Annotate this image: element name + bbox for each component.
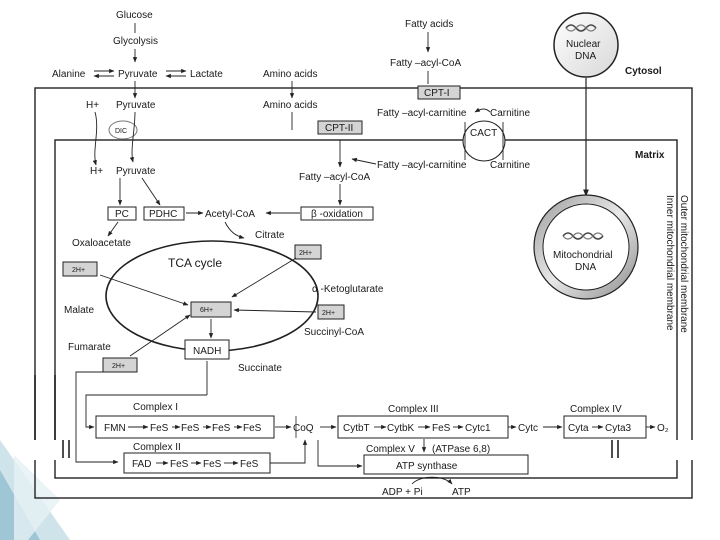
label-alpha-ketoglutarate: α -Ketoglutarate	[312, 284, 384, 295]
membrane-break-right	[611, 440, 619, 458]
cpt1-box	[417, 85, 461, 100]
label-pyruvate-cytosol: Pyruvate	[118, 69, 158, 80]
label-malate: Malate	[64, 305, 94, 316]
two-h-box-2	[62, 261, 98, 277]
label-complex1: Complex I	[133, 402, 178, 413]
label-nadh: NADH	[193, 346, 221, 357]
label-succinyl-coa: Succinyl-CoA	[304, 327, 364, 338]
label-cpt1: CPT-I	[424, 88, 450, 99]
dna-helix-icon	[565, 24, 597, 32]
label-fatty-acyl-coa-cytosol: Fatty –acyl-CoA	[390, 58, 461, 69]
label-alanine: Alanine	[52, 69, 86, 80]
label-cyta3: Cyta3	[605, 423, 632, 434]
label-six-h: 6H+	[200, 307, 213, 314]
label-inner-membrane: Inner mitochondrial membrane	[664, 195, 675, 331]
inner-membrane-box	[54, 139, 678, 479]
two-h-box-3	[317, 304, 345, 320]
label-acetyl-coa: Acetyl-CoA	[205, 209, 255, 220]
label-complex2: Complex II	[133, 442, 181, 453]
label-oxaloacetate: Oxaloacetate	[72, 238, 131, 249]
label-cyta: Cyta	[568, 423, 589, 434]
pdhc-box	[143, 206, 185, 221]
label-beta-oxidation: β -oxidation	[311, 209, 363, 220]
complex1-box	[95, 415, 275, 439]
label-cytbt: CytbT	[343, 423, 370, 434]
label-citrate: Citrate	[255, 230, 285, 241]
label-succinate: Succinate	[238, 363, 282, 374]
label-cpt2: CPT-II	[325, 123, 353, 134]
label-two-h-4: 2H+	[112, 363, 125, 370]
label-pyruvate-ims: Pyruvate	[116, 100, 156, 111]
label-fes-5: FeS	[432, 423, 451, 434]
label-matrix: Matrix	[635, 150, 665, 161]
label-two-h-2: 2H+	[72, 267, 85, 274]
two-h-box-4	[102, 357, 138, 373]
label-complex5: Complex V	[366, 444, 415, 455]
label-glycolysis: Glycolysis	[113, 36, 158, 47]
label-fes-4: FeS	[243, 423, 262, 434]
label-mito-dna-line1: Mitochondrial	[553, 250, 612, 261]
label-amino-acids-cytosol: Amino acids	[263, 69, 317, 80]
label-complex4: Complex IV	[570, 404, 622, 415]
label-fatty-acyl-carnitine-ims: Fatty –acyl-carnitine	[377, 108, 467, 119]
label-cytc1: Cytc1	[465, 423, 491, 434]
label-nuclear-dna-line1: Nuclear	[566, 39, 601, 50]
cpt2-box	[317, 120, 363, 135]
label-h-plus-outer: H+	[86, 100, 99, 111]
label-atp: ATP	[452, 487, 471, 498]
outer-membrane-box	[34, 87, 693, 499]
label-amino-acids-ims: Amino acids	[263, 100, 317, 111]
nuclear-dna: Nuclear DNA	[553, 12, 619, 78]
pc-box	[107, 206, 137, 221]
label-fes-3: FeS	[212, 423, 231, 434]
six-h-box	[190, 301, 232, 318]
beta-oxidation-box	[300, 206, 374, 221]
label-fatty-acyl-carnitine-matrix: Fatty –acyl-carnitine	[377, 160, 467, 171]
label-cact: CACT	[470, 128, 497, 139]
label-pc: PC	[115, 209, 129, 220]
label-two-h-3: 2H+	[322, 310, 335, 317]
label-pdhc: PDHC	[149, 209, 177, 220]
label-cytosol: Cytosol	[625, 66, 662, 77]
cact-transporter	[462, 120, 506, 162]
label-fumarate: Fumarate	[68, 342, 111, 353]
label-tca-cycle: TCA cycle	[168, 256, 222, 270]
label-two-h-1: 2H+	[299, 250, 312, 257]
nadh-box	[184, 339, 230, 360]
label-dic: DIC	[115, 128, 127, 135]
label-fatty-acyl-coa-matrix: Fatty –acyl-CoA	[299, 172, 370, 183]
label-fes-8: FeS	[240, 459, 259, 470]
label-glucose: Glucose	[116, 10, 153, 21]
label-cytc: Cytc	[518, 423, 538, 434]
label-fes-1: FeS	[150, 423, 169, 434]
mitochondrial-dna: Mitochondrial DNA	[533, 194, 639, 300]
label-nuclear-dna-line2: DNA	[575, 51, 596, 62]
label-fatty-acids: Fatty acids	[405, 19, 453, 30]
label-fes-7: FeS	[203, 459, 222, 470]
label-fes-6: FeS	[170, 459, 189, 470]
label-atp-synthase: ATP synthase	[396, 461, 458, 472]
label-carnitine-ims: Carnitine	[490, 108, 530, 119]
label-adp-pi: ADP + Pi	[382, 487, 423, 498]
label-complex3: Complex III	[388, 404, 439, 415]
label-o2: O₂	[657, 423, 669, 434]
dic-transporter	[108, 120, 138, 140]
label-mito-dna-line2: DNA	[575, 262, 596, 273]
two-h-box-1	[294, 244, 322, 260]
label-coq: CoQ	[293, 423, 314, 434]
label-h-plus-matrix: H+	[90, 166, 103, 177]
label-fad: FAD	[132, 459, 151, 470]
atp-synthase-box	[363, 454, 529, 475]
label-atpase: (ATPase 6,8)	[432, 444, 490, 455]
label-cytbk: CytbK	[387, 423, 415, 434]
label-lactate: Lactate	[190, 69, 223, 80]
membrane-break-left	[34, 375, 70, 458]
label-fes-2: FeS	[181, 423, 200, 434]
label-pyruvate-matrix: Pyruvate	[116, 166, 156, 177]
label-fmn: FMN	[104, 423, 126, 434]
label-carnitine-matrix: Carnitine	[490, 160, 530, 171]
label-outer-membrane: Outer mitochondrial membrane	[678, 195, 689, 333]
